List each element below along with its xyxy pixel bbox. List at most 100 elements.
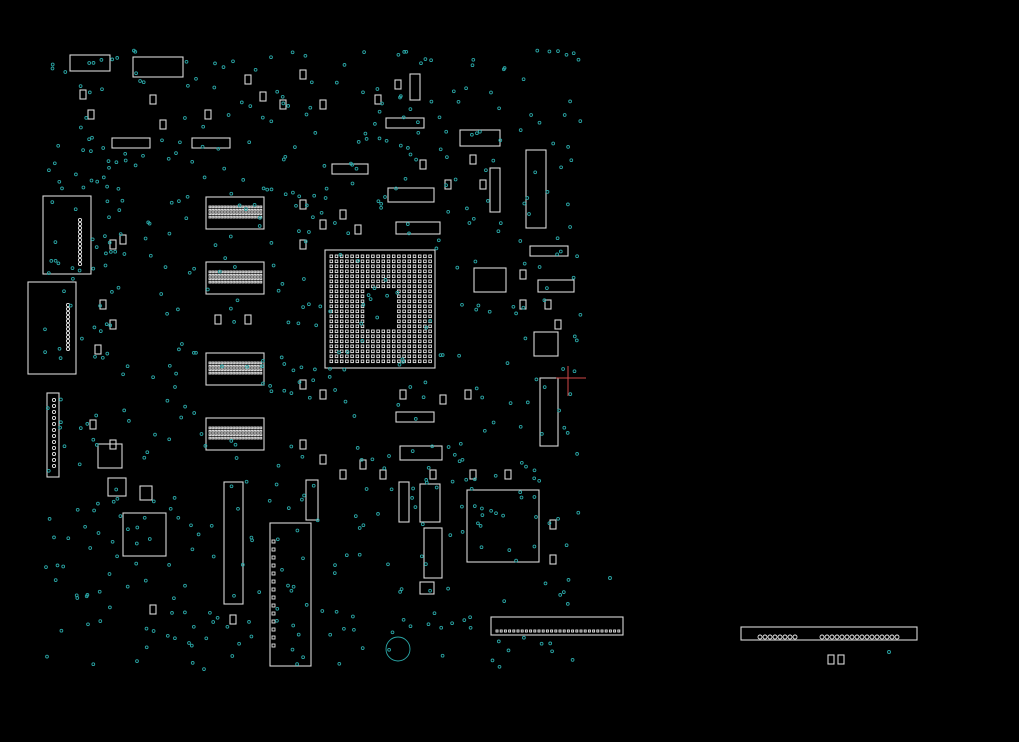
bga-pad bbox=[407, 314, 412, 319]
test-point bbox=[342, 63, 347, 67]
test-point bbox=[372, 286, 377, 291]
bga-pad bbox=[365, 274, 370, 279]
memory-pad bbox=[232, 277, 236, 281]
test-point bbox=[501, 513, 505, 518]
bga-pad bbox=[402, 354, 406, 359]
memory-pad bbox=[232, 368, 236, 372]
test-point bbox=[434, 485, 439, 490]
bga-pad bbox=[365, 269, 370, 274]
memory-pad bbox=[238, 361, 242, 365]
memory-pad bbox=[214, 277, 218, 281]
test-point bbox=[213, 61, 217, 66]
bga-pad bbox=[334, 279, 339, 284]
passive-component bbox=[319, 389, 327, 400]
bga-pad bbox=[407, 309, 412, 314]
test-point bbox=[176, 307, 180, 312]
bga-pad bbox=[407, 334, 412, 339]
test-point bbox=[297, 380, 302, 384]
bga-pad bbox=[386, 344, 391, 349]
passive-component bbox=[109, 239, 117, 250]
test-point bbox=[57, 346, 62, 351]
test-point bbox=[490, 658, 495, 663]
bga-pad bbox=[428, 259, 432, 264]
test-point bbox=[320, 609, 325, 613]
test-point bbox=[163, 265, 168, 269]
test-point bbox=[527, 212, 531, 216]
test-point bbox=[50, 200, 55, 204]
memory-pad bbox=[223, 270, 227, 274]
passive-component bbox=[229, 614, 237, 625]
test-point bbox=[94, 245, 99, 249]
bga-pad bbox=[334, 329, 339, 334]
test-point bbox=[387, 454, 391, 458]
test-point bbox=[311, 483, 316, 488]
connector-pad bbox=[77, 249, 83, 255]
bga-pad bbox=[407, 264, 412, 269]
bga-pad bbox=[407, 289, 412, 294]
test-point bbox=[514, 558, 518, 563]
bga-pad bbox=[355, 329, 360, 334]
memory-pad bbox=[211, 368, 215, 372]
connector-pad bbox=[77, 221, 83, 227]
bga-pad bbox=[391, 269, 396, 274]
test-point bbox=[141, 80, 146, 85]
bga-pad bbox=[339, 344, 344, 349]
test-point bbox=[66, 536, 71, 541]
bga-pad bbox=[329, 319, 334, 324]
test-point bbox=[98, 619, 103, 623]
memory-pad bbox=[226, 280, 230, 284]
test-point bbox=[361, 90, 365, 95]
test-point bbox=[424, 478, 429, 482]
test-point bbox=[534, 377, 539, 382]
test-point bbox=[232, 593, 236, 598]
test-point bbox=[497, 106, 501, 111]
test-point bbox=[233, 265, 237, 269]
memory-pad bbox=[226, 270, 230, 274]
test-point bbox=[344, 553, 349, 558]
bga-pad bbox=[355, 264, 360, 269]
bga-pad bbox=[402, 294, 406, 299]
memory-pad bbox=[259, 368, 263, 372]
test-point bbox=[424, 562, 428, 566]
test-point bbox=[229, 306, 233, 311]
test-point bbox=[276, 288, 281, 293]
test-point bbox=[52, 161, 57, 166]
passive-component bbox=[339, 469, 347, 480]
test-point bbox=[565, 602, 570, 606]
test-point bbox=[322, 164, 327, 168]
memory-pad bbox=[247, 368, 251, 372]
test-point bbox=[216, 146, 221, 151]
connector-pad bbox=[51, 439, 57, 445]
test-point bbox=[180, 342, 184, 346]
bga-pad bbox=[350, 334, 354, 339]
test-point bbox=[178, 140, 182, 145]
bga-pad bbox=[407, 339, 412, 344]
test-point bbox=[332, 571, 337, 575]
memory-pad bbox=[241, 433, 245, 437]
bga-pad bbox=[428, 254, 432, 259]
test-point bbox=[328, 632, 333, 637]
test-point bbox=[437, 115, 442, 120]
bga-pad bbox=[365, 254, 370, 259]
memory-pad bbox=[250, 212, 254, 216]
memory-pad bbox=[256, 368, 260, 372]
memory-pad bbox=[235, 205, 239, 209]
test-point bbox=[186, 83, 190, 88]
test-point bbox=[309, 80, 314, 85]
memory-pad bbox=[244, 429, 248, 433]
test-point bbox=[165, 633, 170, 638]
bga-pad bbox=[417, 299, 422, 304]
memory-pad bbox=[253, 368, 257, 372]
memory-pad bbox=[247, 208, 251, 212]
test-point bbox=[376, 199, 381, 204]
test-point bbox=[126, 527, 130, 532]
memory-pad bbox=[208, 361, 212, 365]
bga-pad bbox=[371, 269, 375, 274]
test-point bbox=[350, 162, 355, 167]
test-point bbox=[444, 129, 449, 134]
bga-pad bbox=[355, 344, 360, 349]
bga-pad bbox=[402, 279, 406, 284]
memory-pad bbox=[229, 433, 233, 437]
